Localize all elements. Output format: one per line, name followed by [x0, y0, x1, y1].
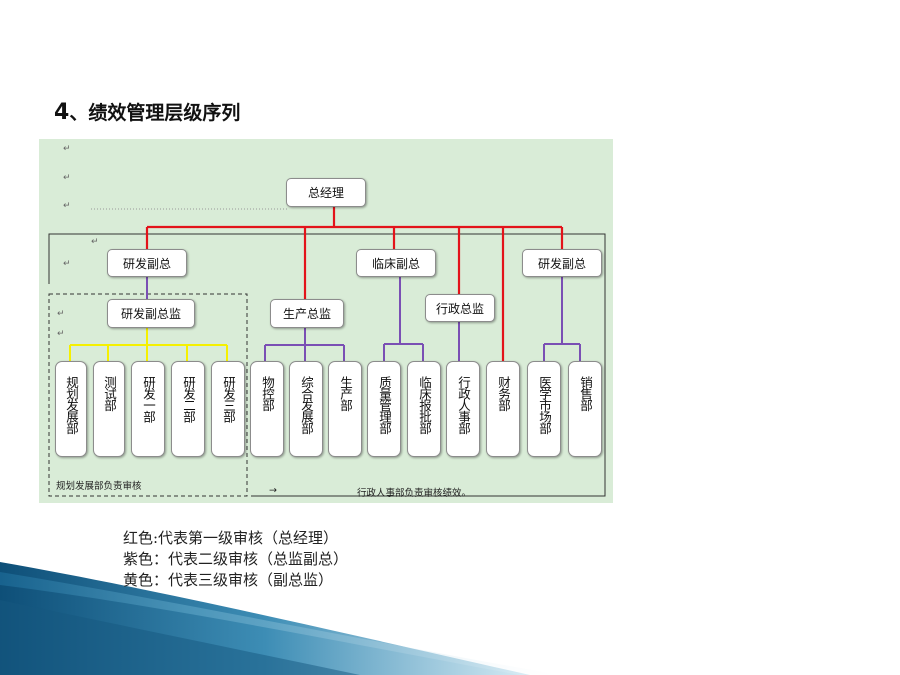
dept-box: 测试部 [93, 361, 125, 457]
note-right: 行政人事部负责审核绩效。 [357, 488, 472, 499]
dept-box: 销售部 [568, 361, 602, 457]
dept-box: 医学市场部 [527, 361, 561, 457]
dept-box: 临床报批部 [407, 361, 441, 457]
dept-box: 物控部 [250, 361, 284, 457]
paragraph-mark: ↵ [63, 201, 71, 211]
paragraph-mark: ↵ [63, 173, 71, 183]
paragraph-mark: ↵ [63, 144, 71, 154]
dept-box: 研发三部 [211, 361, 245, 457]
admin-director-box: 行政总监 [425, 294, 495, 322]
note-arrow: → [269, 485, 277, 496]
vp-rd-box: 研发副总 [107, 249, 187, 277]
dept-box: 规划发展部 [55, 361, 87, 457]
legend-red: 红色:代表第一级审核（总经理） [123, 529, 339, 547]
paragraph-mark: ↵ [91, 237, 99, 247]
org-chart: ↵ ↵ ↵ ↵ ↵ ↵ ↵ 总经理 研发副总 临床副总 研发副总 研发副总监 生… [39, 139, 613, 503]
legend-yellow: 黄色：代表三级审核（副总监） [123, 571, 334, 589]
vp-rd-2-box: 研发副总 [522, 249, 602, 277]
page-title: 4、绩效管理层级序列 [54, 100, 241, 125]
paragraph-mark: ↵ [57, 329, 65, 339]
dept-box: 质量管理部 [367, 361, 401, 457]
dept-box: 研发二部 [171, 361, 205, 457]
dept-box: 研发一部 [131, 361, 165, 457]
production-director-box: 生产总监 [270, 299, 344, 328]
deputy-rd-director-box: 研发副总监 [107, 299, 195, 328]
paragraph-mark: ↵ [63, 259, 71, 269]
ceo-box: 总经理 [286, 178, 366, 207]
dept-box: 生产部 [328, 361, 362, 457]
note-left: 规划发展部负责审核 [56, 481, 142, 492]
vp-clinical-box: 临床副总 [356, 249, 436, 277]
dept-box: 行政人事部 [446, 361, 480, 457]
color-legend: 红色:代表第一级审核（总经理） 紫色：代表二级审核（总监副总） 黄色：代表三级审… [123, 528, 348, 591]
paragraph-mark: ↵ [57, 309, 65, 319]
dept-box: 综合发展部 [289, 361, 323, 457]
legend-purple: 紫色：代表二级审核（总监副总） [123, 550, 349, 568]
org-chart-lines [48, 207, 606, 497]
dept-box: 财务部 [486, 361, 520, 457]
